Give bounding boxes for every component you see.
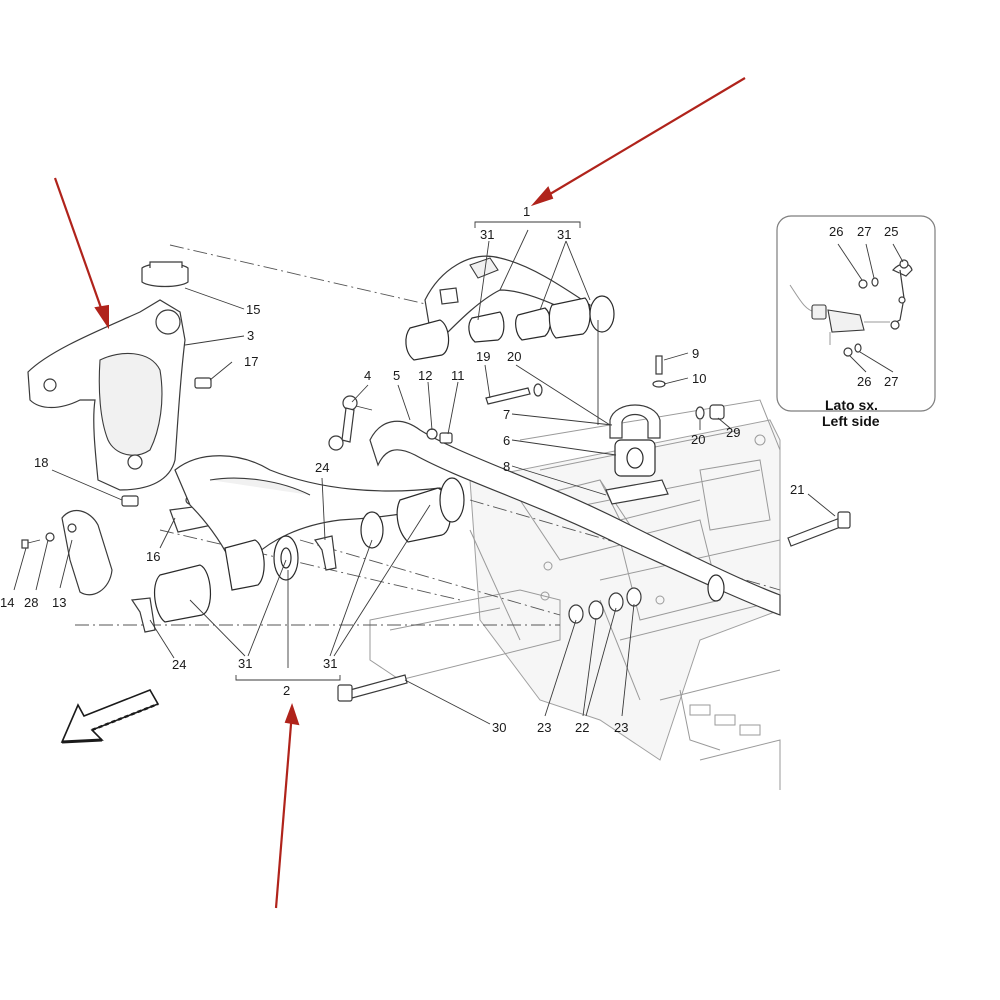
red-pointer-arrow-lower — [274, 703, 300, 909]
callout-21: 21 — [790, 482, 804, 497]
washer-part-10 — [652, 380, 666, 388]
stabilizer-link-4 — [328, 395, 373, 451]
callout-30: 30 — [492, 720, 506, 735]
callout-12: 12 — [418, 368, 432, 383]
bolt-part-30 — [337, 674, 408, 702]
steering-knuckle — [27, 299, 186, 491]
washer-part-28 — [45, 532, 55, 542]
callout-2: 2 — [283, 683, 290, 698]
callout-7: 7 — [503, 407, 510, 422]
plate-8 — [605, 479, 669, 505]
callout-23b: 23 — [614, 720, 628, 735]
inset-label-27a: 27 — [857, 224, 871, 239]
bolt-part-21 — [787, 511, 851, 547]
callout-13: 13 — [52, 595, 66, 610]
nut-part-17 — [194, 377, 212, 389]
callout-3: 3 — [247, 328, 254, 343]
callout-31d: 31 — [323, 656, 337, 671]
inset-title-line2: Left side — [822, 413, 880, 429]
red-pointer-arrow-knuckle — [53, 177, 109, 330]
inset-label-26b: 26 — [857, 374, 871, 389]
callout-9: 9 — [692, 346, 699, 361]
callout-28: 28 — [24, 595, 38, 610]
bushing-6 — [614, 439, 656, 477]
bracket-part-24b — [314, 535, 337, 571]
washers-22-23 — [568, 587, 642, 624]
callout-17: 17 — [244, 354, 258, 369]
bolt-part-9 — [655, 355, 663, 375]
callout-1: 1 — [523, 204, 530, 219]
nut-part-18 — [121, 495, 139, 507]
bolt-part-14 — [21, 539, 41, 549]
callout-31b: 31 — [557, 227, 571, 242]
inset-left-side: 26 27 25 26 27 Lato sx. Left side — [776, 215, 936, 429]
upper-control-arm — [405, 255, 615, 361]
bolt-part-19 — [485, 387, 531, 405]
bracket-part-24a — [130, 597, 156, 633]
nut-part-29 — [709, 404, 725, 420]
callout-labels: 1 31 31 15 3 17 4 5 12 11 19 20 9 10 7 6… — [0, 204, 804, 735]
callout-22: 22 — [575, 720, 589, 735]
direction-arrow-icon — [60, 689, 160, 744]
callout-15: 15 — [246, 302, 260, 317]
callout-18: 18 — [34, 455, 48, 470]
leader-lines — [13, 221, 836, 725]
callout-31c: 31 — [238, 656, 252, 671]
callout-24a: 24 — [315, 460, 329, 475]
inset-title-line1: Lato sx. — [825, 397, 878, 413]
callout-14: 14 — [0, 595, 14, 610]
bracket-part-13 — [61, 509, 113, 596]
callout-20a: 20 — [507, 349, 521, 364]
nut-part-12 — [426, 428, 438, 440]
lower-control-arm — [153, 455, 465, 623]
callout-11: 11 — [451, 368, 465, 383]
callout-8: 8 — [503, 459, 510, 474]
callout-31a: 31 — [480, 227, 494, 242]
callout-6: 6 — [503, 433, 510, 448]
callout-29: 29 — [726, 425, 740, 440]
callout-4: 4 — [364, 368, 371, 383]
callout-10: 10 — [692, 371, 706, 386]
stabilizer-bar-5 — [369, 420, 781, 616]
washer-part-20b — [695, 406, 705, 420]
inset-label-26a: 26 — [829, 224, 843, 239]
callout-16: 16 — [146, 549, 160, 564]
inset-label-25: 25 — [884, 224, 898, 239]
callout-24b: 24 — [172, 657, 186, 672]
callout-5: 5 — [393, 368, 400, 383]
red-pointer-arrow-upper — [530, 77, 746, 207]
callout-19: 19 — [476, 349, 490, 364]
clamp-part-15 — [141, 261, 189, 288]
callout-23a: 23 — [537, 720, 551, 735]
bush-clamp-7 — [609, 404, 661, 439]
callout-20b: 20 — [691, 432, 705, 447]
washer-part-20a — [533, 383, 543, 397]
inset-label-27b: 27 — [884, 374, 898, 389]
nut-part-11 — [439, 432, 453, 444]
